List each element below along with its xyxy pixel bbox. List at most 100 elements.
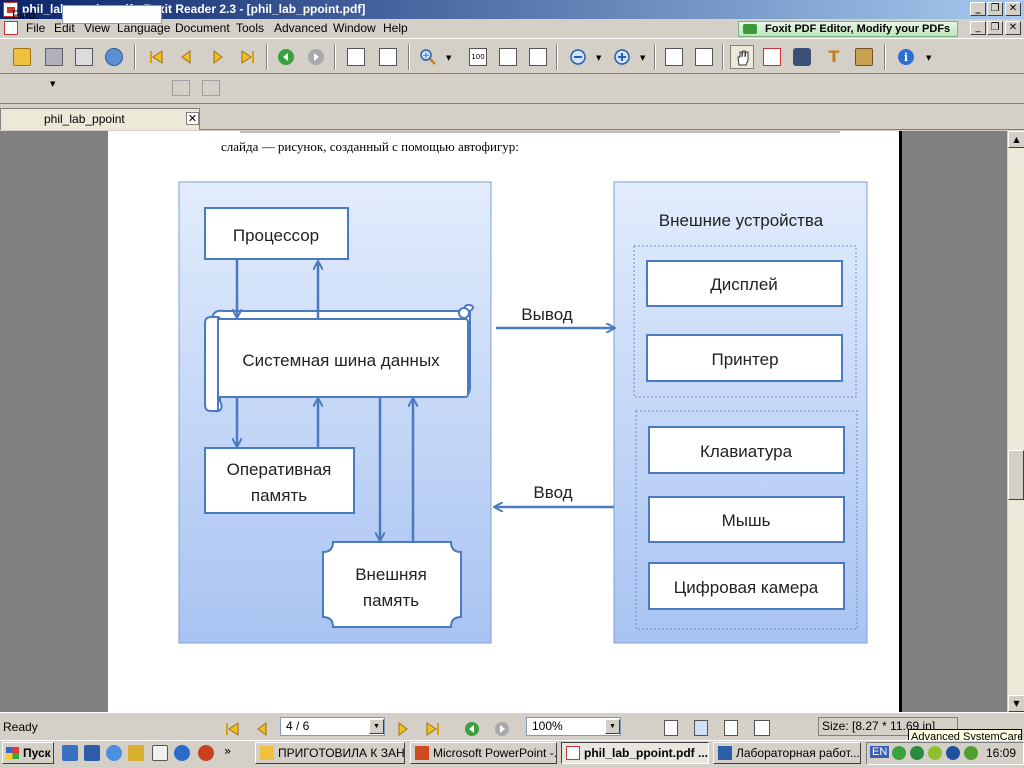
- page-caption: слайда — рисунок, созданный с помощью ав…: [221, 139, 519, 154]
- task-foxit-reader[interactable]: phil_lab_ppoint.pdf ...: [561, 742, 709, 764]
- media-quicklaunch-icon[interactable]: [198, 745, 214, 761]
- zoom-in-button[interactable]: [610, 45, 634, 69]
- tray-systemcare-icon[interactable]: [910, 746, 924, 760]
- menu-file[interactable]: File: [26, 21, 46, 35]
- web-button[interactable]: [102, 45, 126, 69]
- select-text-button[interactable]: [760, 45, 784, 69]
- save-button[interactable]: [42, 45, 66, 69]
- external-memory-label-line2: память: [363, 591, 419, 610]
- status-forward-icon[interactable]: [494, 721, 510, 737]
- tray-network-icon[interactable]: [892, 746, 906, 760]
- doc-restore-button[interactable]: ❐: [987, 21, 1003, 35]
- previous-page-button[interactable]: [174, 45, 198, 69]
- next-page-button[interactable]: [206, 45, 230, 69]
- zoom-field[interactable]: 100% ▼: [526, 717, 621, 736]
- page-number-field[interactable]: 4 / 6 ▼: [280, 717, 385, 736]
- ad-banner[interactable]: Foxit PDF Editor, Modify your PDFs: [738, 21, 958, 37]
- single-page-view-icon[interactable]: [664, 720, 678, 736]
- vertical-scrollbar[interactable]: ▲ ▼: [1007, 131, 1024, 712]
- notes-quicklaunch-icon[interactable]: [128, 745, 144, 761]
- word-quicklaunch-icon[interactable]: [84, 745, 100, 761]
- find-input[interactable]: [62, 5, 162, 24]
- close-button[interactable]: ✕: [1005, 2, 1021, 16]
- task-folder[interactable]: ПРИГОТОВИЛА К ЗАН...: [255, 742, 405, 764]
- tab-phil-lab-ppoint[interactable]: [0, 108, 200, 130]
- full-screen-button[interactable]: [692, 45, 716, 69]
- status-last-page-icon[interactable]: [425, 721, 441, 737]
- hand-tool-button[interactable]: [730, 45, 754, 69]
- show-desktop-icon[interactable]: [62, 745, 78, 761]
- tab-close-button[interactable]: ✕: [186, 112, 199, 125]
- scrollbar-thumb[interactable]: [1008, 450, 1024, 500]
- doc-minimize-button[interactable]: _: [970, 21, 986, 35]
- last-page-button[interactable]: [236, 45, 260, 69]
- mouse-box: [648, 496, 845, 543]
- chevron-down-icon[interactable]: ▼: [640, 54, 646, 62]
- quicklaunch-expand-icon[interactable]: »: [224, 744, 232, 758]
- output-devices-group: [633, 245, 857, 398]
- scroll-down-arrow-icon[interactable]: ▼: [1008, 695, 1024, 712]
- facing-view-icon[interactable]: [724, 720, 738, 736]
- find-next-button[interactable]: [202, 80, 220, 96]
- fit-page-button[interactable]: [496, 45, 520, 69]
- scroll-up-arrow-icon[interactable]: ▲: [1008, 131, 1024, 148]
- tray-update-icon[interactable]: [928, 746, 942, 760]
- status-next-page-icon[interactable]: [395, 721, 411, 737]
- menu-view[interactable]: View: [84, 21, 110, 35]
- tray-security-icon[interactable]: [946, 746, 960, 760]
- continuous-facing-view-icon[interactable]: [754, 720, 770, 736]
- snapshot-button[interactable]: [852, 45, 876, 69]
- rotate-right-button[interactable]: [376, 45, 400, 69]
- zoom-value: 100%: [532, 719, 563, 733]
- powerpoint-icon: [415, 746, 429, 760]
- chevron-down-icon[interactable]: ▼: [596, 54, 602, 62]
- continuous-view-icon[interactable]: [694, 720, 708, 736]
- zoom-dropdown-chevron-icon[interactable]: ▼: [605, 719, 620, 734]
- about-button[interactable]: i: [894, 45, 918, 69]
- status-first-page-icon[interactable]: [224, 721, 240, 737]
- find-options-chevron-icon[interactable]: ▼: [50, 80, 56, 88]
- ie-quicklaunch-icon[interactable]: [106, 745, 122, 761]
- start-button[interactable]: Пуск: [2, 742, 54, 764]
- go-forward-button[interactable]: [304, 45, 328, 69]
- first-page-button[interactable]: [144, 45, 168, 69]
- task-powerpoint[interactable]: Microsoft PowerPoint -...: [410, 742, 557, 764]
- browser-quicklaunch-icon[interactable]: [174, 745, 190, 761]
- find-previous-button[interactable]: [172, 80, 190, 96]
- foxit-app-icon[interactable]: [3, 2, 18, 17]
- menu-document[interactable]: Document: [175, 21, 230, 35]
- tray-agent-icon[interactable]: [964, 746, 978, 760]
- open-button[interactable]: [10, 45, 34, 69]
- go-back-button[interactable]: [274, 45, 298, 69]
- menu-help[interactable]: Help: [383, 21, 408, 35]
- wordpad-quicklaunch-icon[interactable]: [152, 745, 168, 761]
- doc-close-button[interactable]: ✕: [1005, 21, 1021, 35]
- menu-advanced[interactable]: Advanced: [274, 21, 328, 35]
- menu-edit[interactable]: Edit: [54, 21, 75, 35]
- language-indicator[interactable]: EN: [870, 746, 890, 758]
- document-menu-icon[interactable]: [4, 21, 18, 35]
- menu-window[interactable]: Window: [333, 21, 376, 35]
- restore-button[interactable]: ❐: [987, 2, 1003, 16]
- find-button[interactable]: [790, 45, 814, 69]
- menu-tools[interactable]: Tools: [236, 21, 265, 35]
- menu-language[interactable]: Language: [117, 21, 171, 35]
- fit-width-button[interactable]: [526, 45, 550, 69]
- keyboard-box: [648, 426, 845, 474]
- print-button[interactable]: [72, 45, 96, 69]
- main-toolbar: + ▼ 100 ▼ ▼ T i ▼: [0, 38, 1024, 74]
- actual-size-button[interactable]: 100: [466, 45, 490, 69]
- rotate-left-button[interactable]: [344, 45, 368, 69]
- chevron-down-icon[interactable]: ▼: [446, 54, 452, 62]
- page-dropdown-chevron-icon[interactable]: ▼: [369, 719, 384, 734]
- zoom-out-button[interactable]: [566, 45, 590, 69]
- task-word-document[interactable]: Лабораторная работ...: [713, 742, 861, 764]
- status-previous-page-icon[interactable]: [254, 721, 270, 737]
- chevron-down-icon[interactable]: ▼: [926, 54, 932, 62]
- typewriter-button[interactable]: T: [822, 45, 846, 69]
- status-back-icon[interactable]: [464, 721, 480, 737]
- select-text-icon: [763, 48, 781, 66]
- zoom-in-tool-button[interactable]: +: [416, 45, 440, 69]
- single-page-button[interactable]: [662, 45, 686, 69]
- minimize-button[interactable]: _: [970, 2, 986, 16]
